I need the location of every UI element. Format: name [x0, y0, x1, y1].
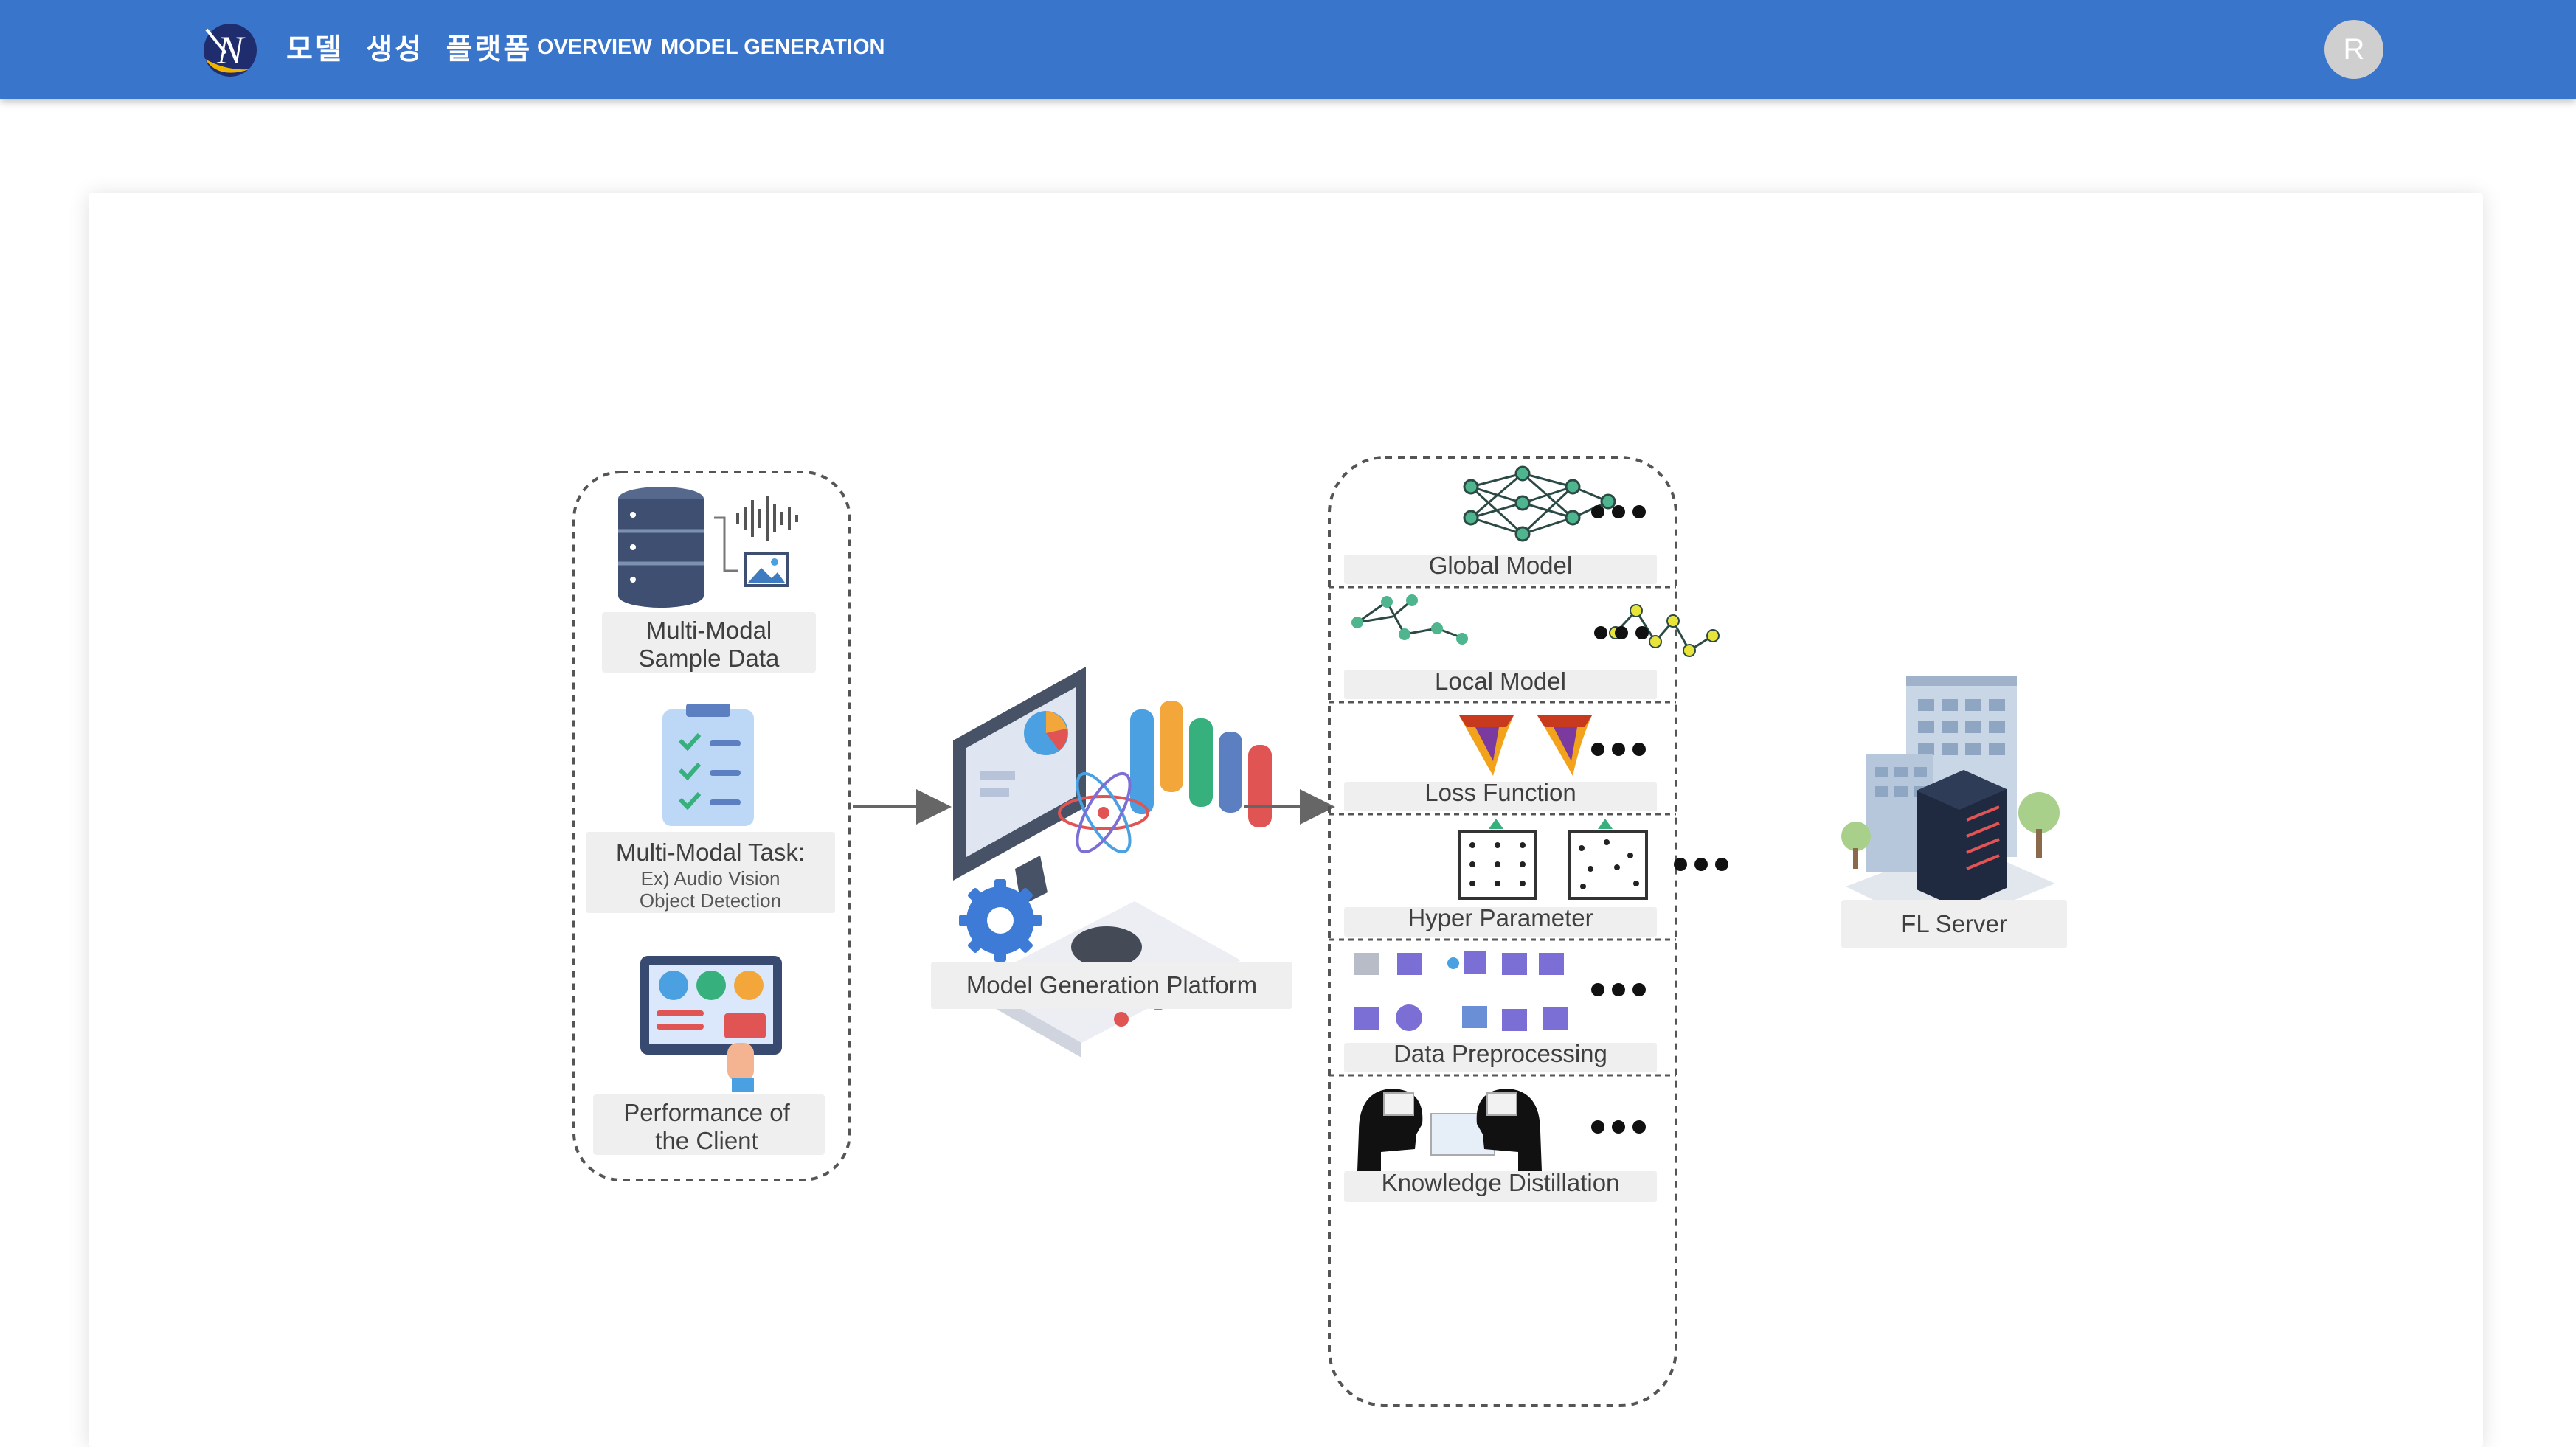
hyperparameter-grid-icon [1458, 819, 1648, 900]
more-dots-icon [1591, 505, 1646, 518]
neural-network-icon [1463, 465, 1616, 542]
component-dividers [1329, 586, 1676, 1077]
content-card: Multi-Modal Sample Data Multi-Modal Task… [89, 193, 2483, 1447]
server-rack-icon [1917, 770, 2007, 909]
global-model-label: Global Model [1429, 552, 1572, 579]
loss-function-label: Loss Function [1424, 779, 1576, 806]
local-model-label: Local Model [1435, 667, 1566, 695]
knowledge-distillation-label: Knowledge Distillation [1382, 1169, 1620, 1196]
audio-wave-icon [736, 496, 798, 541]
model-generation-diagram: Multi-Modal Sample Data Multi-Modal Task… [572, 456, 2067, 1407]
bar-cylinders-icon [1130, 701, 1272, 827]
atom-icon [1058, 771, 1149, 854]
knowledge-distillation-heads-icon [1357, 1089, 1542, 1171]
sample-data-label-2: Sample Data [639, 645, 780, 672]
more-dots-icon [1674, 858, 1728, 871]
task-label-1: Multi-Modal Task: [616, 839, 805, 866]
gear-icon [959, 879, 1042, 962]
local-model-graph-highlight-icon [1594, 604, 1720, 657]
database-icon [618, 487, 738, 608]
monitor-icon [953, 667, 1086, 906]
components-group-frame [1328, 456, 1677, 1407]
svg-text:N: N [216, 28, 246, 72]
loss-landscape-icon [1459, 715, 1592, 776]
platform-label: Model Generation Platform [966, 971, 1257, 999]
user-avatar[interactable]: R [2324, 20, 2383, 79]
local-model-graph-icon [1351, 594, 1468, 645]
more-dots-icon [1591, 743, 1646, 756]
nav-model-generation[interactable]: MODEL GENERATION [661, 35, 885, 59]
task-label-2: Ex) Audio Vision [641, 867, 780, 889]
performance-label-1: Performance of [623, 1099, 790, 1126]
more-dots-icon [1591, 983, 1646, 996]
task-label-3: Object Detection [640, 889, 781, 912]
fl-server-illustration [1841, 676, 2060, 931]
logo-icon[interactable]: N [196, 16, 264, 81]
image-icon [744, 552, 789, 587]
app-title[interactable]: 모델 생성 플랫폼 [286, 33, 533, 66]
nav-overview[interactable]: OVERVIEW [537, 35, 652, 59]
app-bar: N 모델 생성 플랫폼 OVERVIEW MODEL GENERATION R [0, 0, 2576, 99]
input-group-frame [572, 471, 851, 1181]
sample-data-label-1: Multi-Modal [646, 617, 772, 644]
data-preprocessing-cubes-icon [1354, 951, 1568, 1031]
performance-dashboard-icon [640, 956, 782, 1092]
performance-label-2: the Client [655, 1127, 758, 1154]
more-dots-icon [1591, 1120, 1646, 1134]
data-preprocessing-label: Data Preprocessing [1393, 1040, 1607, 1067]
checklist-icon [662, 704, 754, 826]
hyper-parameter-label: Hyper Parameter [1408, 904, 1593, 931]
fl-server-label: FL Server [1901, 910, 2007, 937]
